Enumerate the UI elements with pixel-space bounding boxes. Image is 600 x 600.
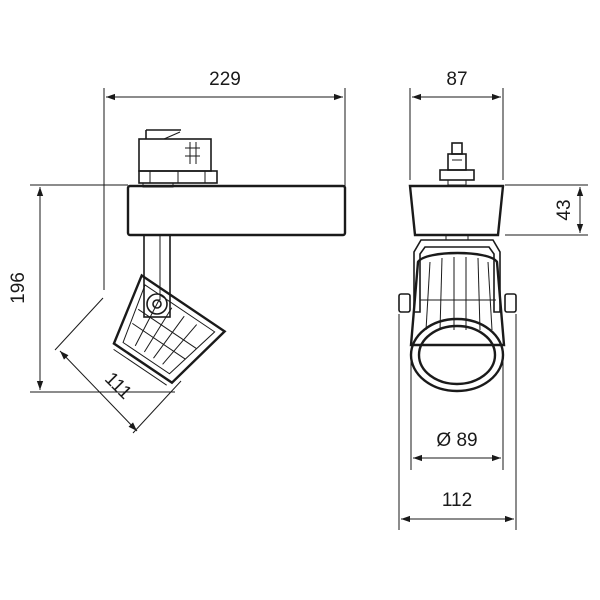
dimension-87: 87 xyxy=(409,69,504,180)
side-view: 229 196 111 xyxy=(8,69,347,434)
dimension-111: 111 xyxy=(54,297,182,434)
dimension-label-196: 196 xyxy=(8,272,29,304)
right-knob xyxy=(504,293,517,313)
front-adapter xyxy=(439,142,475,186)
dimension-label-112: 112 xyxy=(442,490,472,511)
dimension-label-89: Ø 89 xyxy=(436,430,477,451)
front-lens xyxy=(409,317,505,393)
dimension-label-87: 87 xyxy=(446,69,467,90)
dimension-43: 43 xyxy=(505,184,588,236)
lamp-cylinder xyxy=(409,251,506,347)
track-adapter xyxy=(138,129,218,188)
front-view: 87 43 xyxy=(398,69,588,530)
dimension-label-43: 43 xyxy=(554,199,575,220)
pivot-knob xyxy=(146,293,168,315)
dimension-89: Ø 89 xyxy=(410,355,504,470)
dimension-112: 112 xyxy=(398,314,517,530)
dimension-229: 229 xyxy=(103,69,346,290)
left-knob xyxy=(398,293,411,313)
front-housing xyxy=(408,184,505,237)
spot-head xyxy=(112,273,227,386)
housing-body xyxy=(126,184,347,237)
dimension-label-229: 229 xyxy=(209,69,241,90)
